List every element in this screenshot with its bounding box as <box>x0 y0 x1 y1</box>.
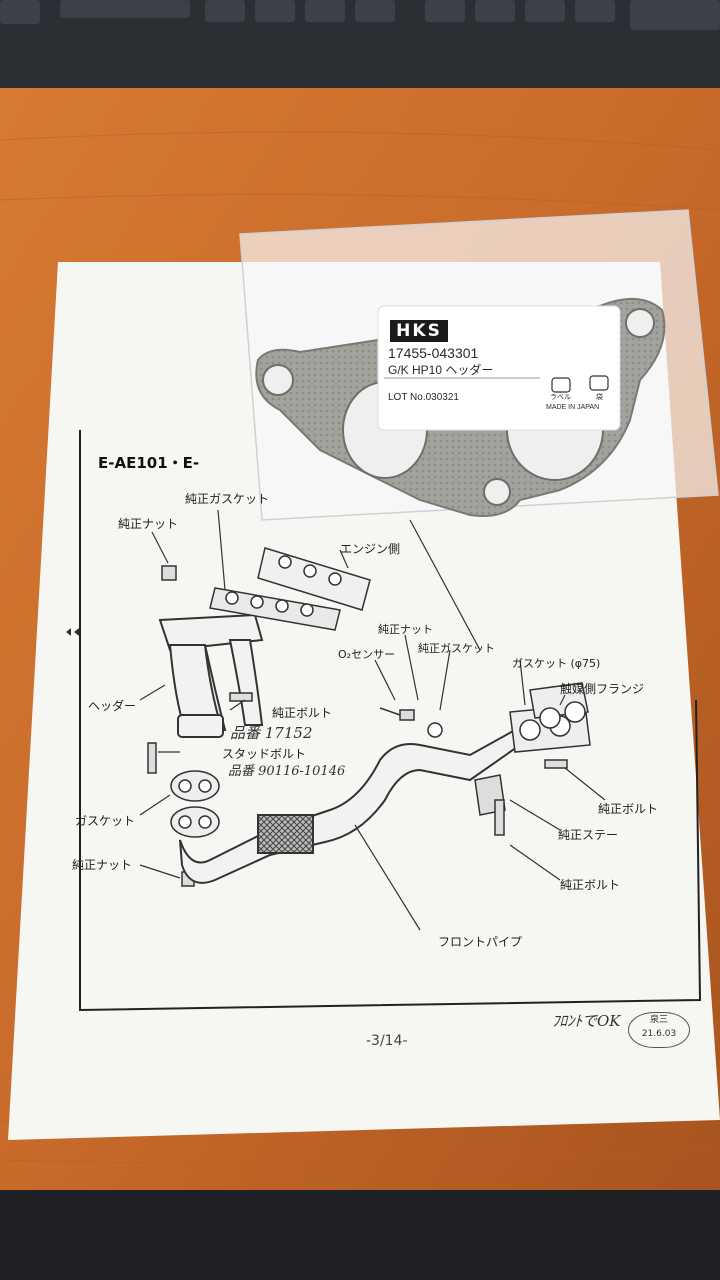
model-code: E-AE101・E- <box>98 454 200 472</box>
handwritten-part-no-1: 品番 17152 <box>230 724 313 742</box>
label-catalyst-flange: 触媒側フランジ <box>560 682 645 696</box>
recycle-label-text: ラベル <box>550 394 571 401</box>
hardware-right <box>379 707 568 836</box>
handwritten-signature: ﾌﾛﾝﾄでOK <box>552 1012 621 1030</box>
leader-lines <box>139 509 606 931</box>
label-genuine-bolt-bottom: 純正ボルト <box>560 878 621 892</box>
label-part-number: 17455-043301 <box>388 345 479 361</box>
hks-logo: HKS <box>390 320 448 342</box>
diagram-frame <box>79 430 702 1012</box>
label-engine-side: エンジン側 <box>340 542 401 556</box>
margin-marks <box>66 628 79 636</box>
label-genuine-nut-top: 純正ナット <box>118 517 179 531</box>
stamp-top-text: 泉三 <box>649 1015 668 1025</box>
label-front-pipe: フロントパイプ <box>438 935 523 949</box>
label-stud-bolt: スタッドボルト <box>222 747 307 761</box>
hardware-left <box>147 565 253 887</box>
label-header: ヘッダー <box>88 699 137 713</box>
label-genuine-bolt-right: 純正ボルト <box>598 802 659 816</box>
label-genuine-bolt: 純正ボルト <box>272 706 333 720</box>
floor-shadow <box>0 1190 720 1280</box>
label-genuine-nut-bottom: 純正ナット <box>72 858 133 872</box>
header-gasket-row <box>209 587 341 631</box>
handwritten-part-no-2: 品番 90116-10146 <box>228 764 346 779</box>
approval-stamp: 泉三 21.6.03 <box>628 1012 690 1048</box>
label-o2-sensor: O₂センサー <box>338 648 396 661</box>
catalyst-flange <box>509 682 591 753</box>
lower-gaskets <box>170 770 220 838</box>
label-genuine-gasket: 純正ガスケット <box>185 492 270 506</box>
label-genuine-stay: 純正ステー <box>558 828 619 842</box>
label-gasket-left: ガスケット <box>75 814 136 828</box>
recycle-bag-text: 袋 <box>596 394 603 401</box>
label-description: G/K HP10 ヘッダー <box>388 363 494 377</box>
label-genuine-gasket-mid: 純正ガスケット <box>418 642 495 655</box>
header-drawing <box>158 613 264 738</box>
keyboard-keys <box>0 0 720 30</box>
stamp-date-text: 21.6.03 <box>641 1029 677 1039</box>
page-number: -3/14- <box>366 1033 408 1049</box>
engine-side-gasket <box>257 547 371 611</box>
label-genuine-nut-mid: 純正ナット <box>378 623 433 636</box>
label-gasket-phi75: ガスケット (φ75) <box>512 657 601 670</box>
label-origin: MADE IN JAPAN <box>546 404 600 411</box>
label-lot-number: LOT No.030321 <box>388 392 459 403</box>
recycle-marks <box>551 375 609 393</box>
